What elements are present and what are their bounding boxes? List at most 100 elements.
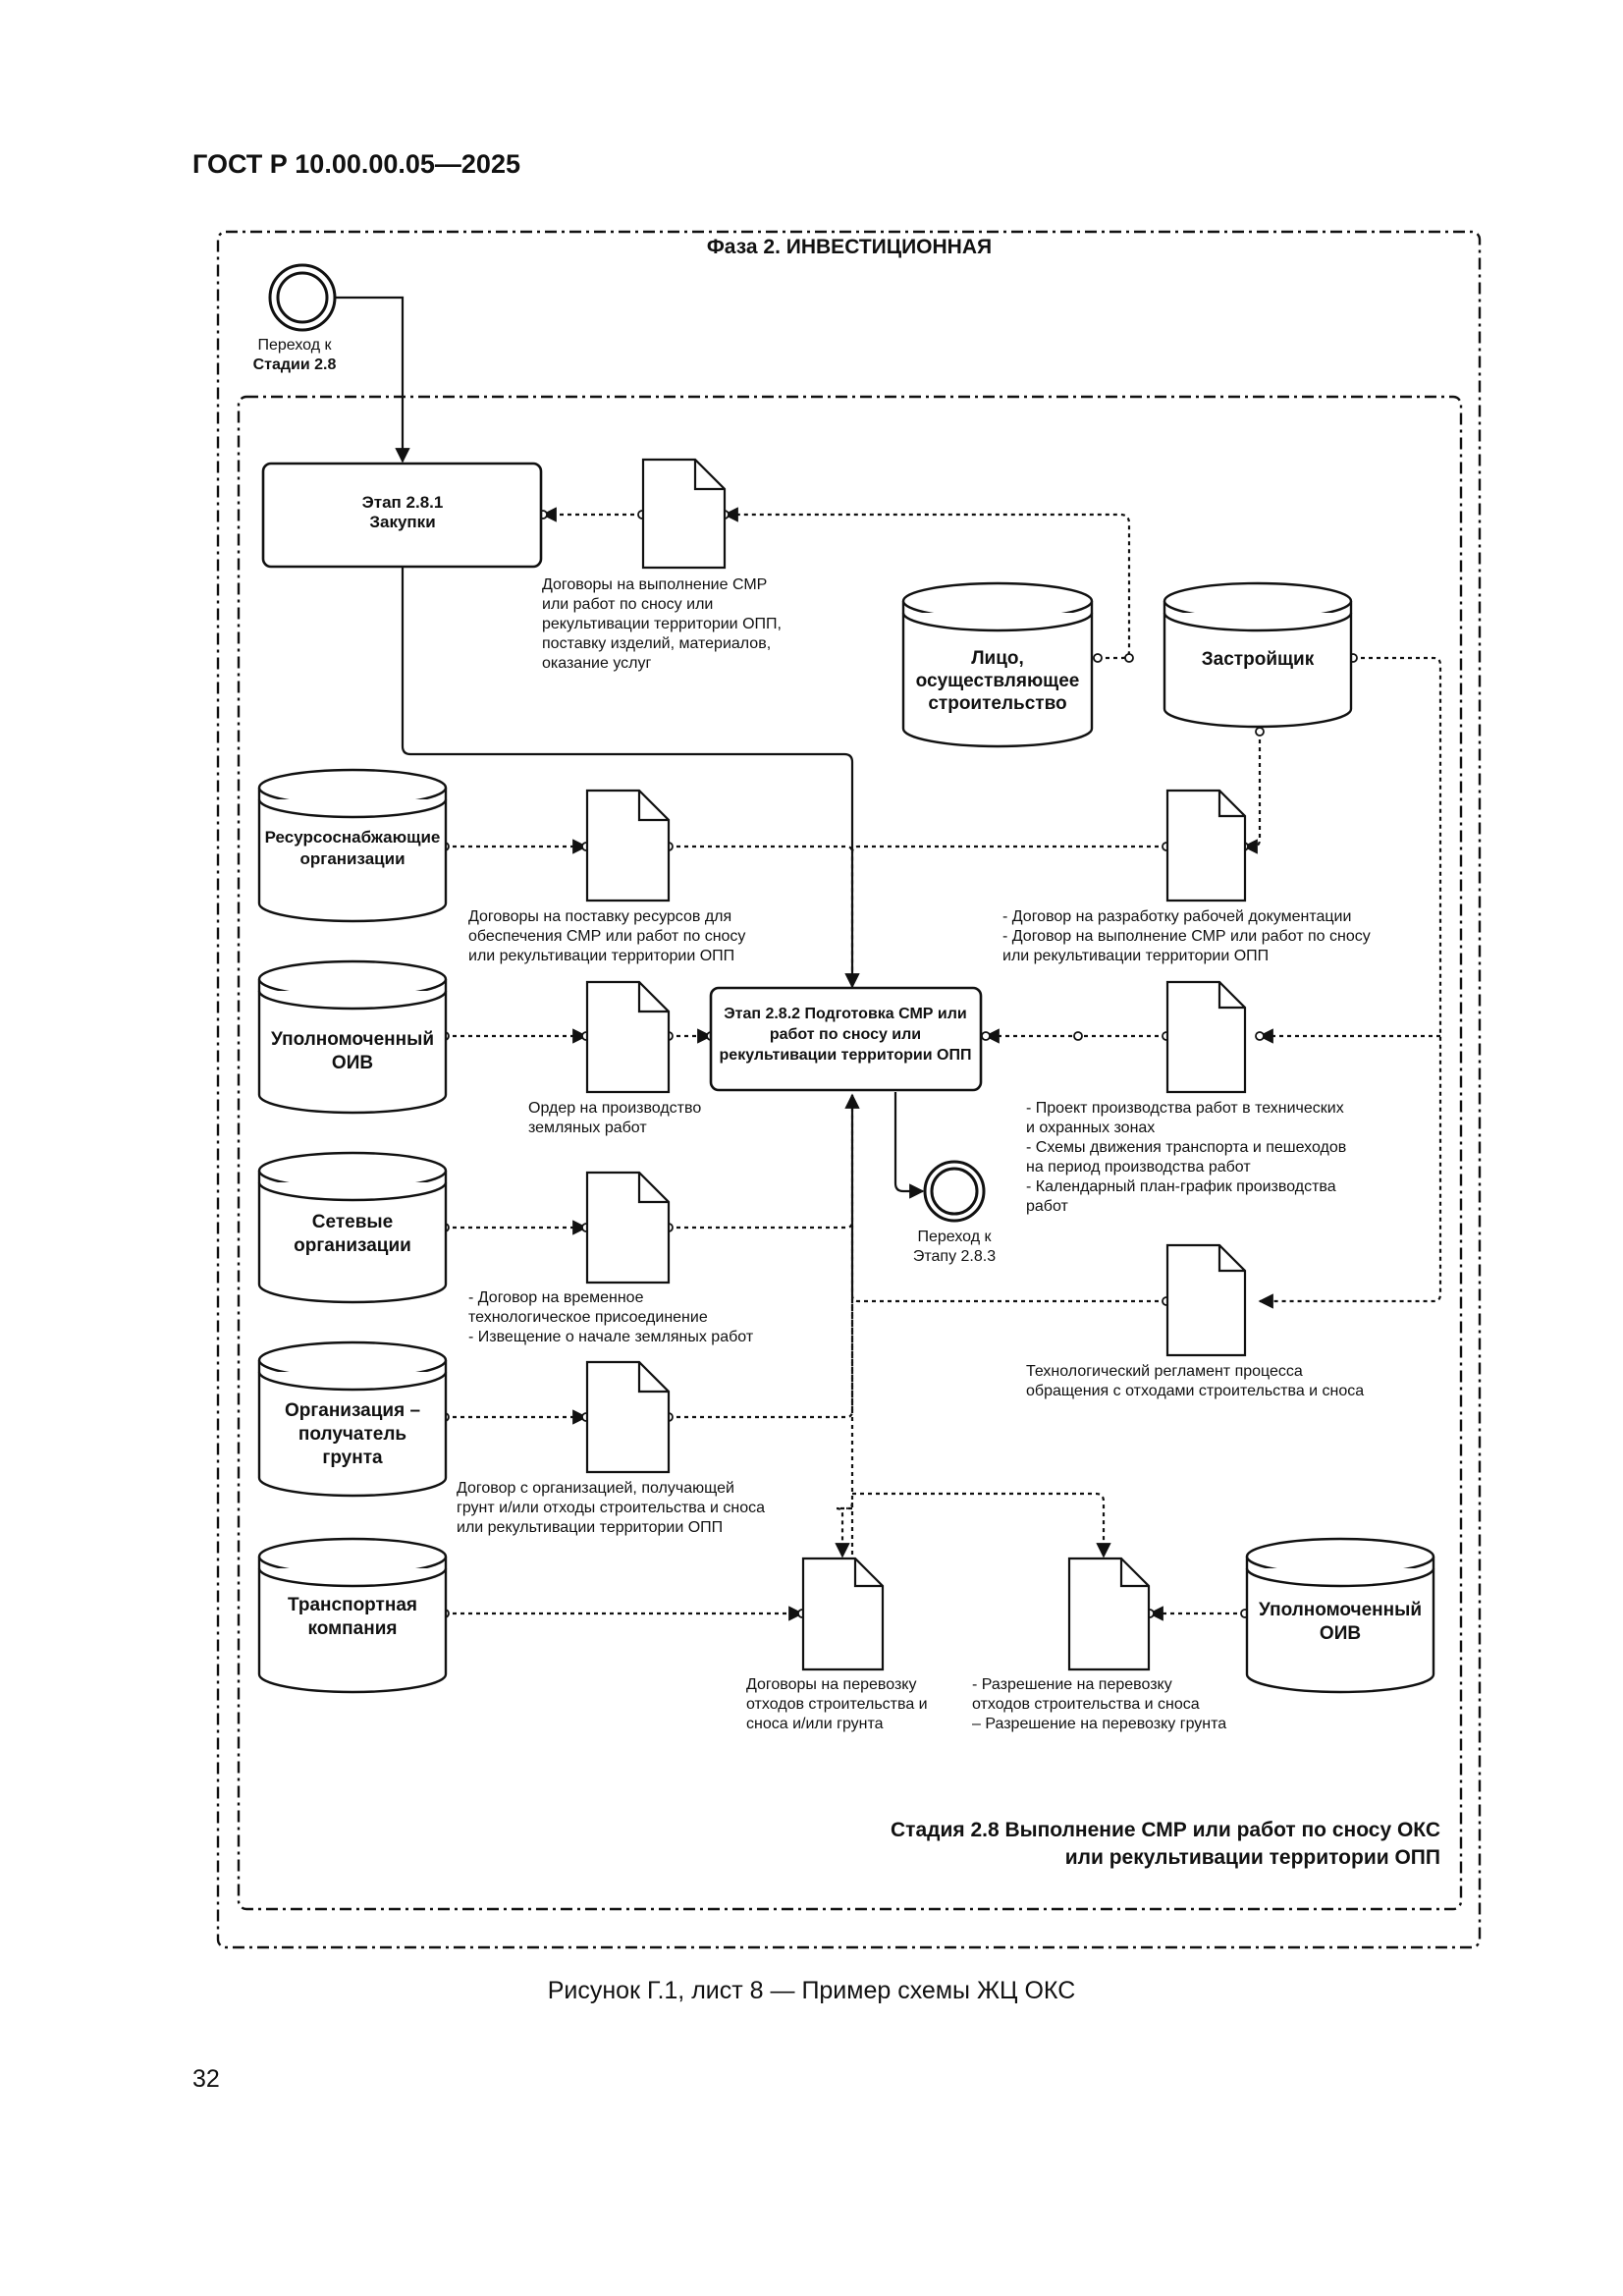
doc-waste-regulation-caption: Технологический регламент процесса обращ… — [1026, 1363, 1364, 1399]
transport-line2: компания — [308, 1618, 398, 1639]
svg-text:- Договор на временное: - Договор на временное — [468, 1289, 644, 1306]
svg-text:работ: работ — [1026, 1198, 1069, 1215]
doc-transport-permits-icon — [1067, 1557, 1151, 1671]
doc-transport-contracts-icon — [801, 1557, 885, 1671]
doc-transport-contracts-caption: Договоры на перевозку отходов строительс… — [746, 1676, 928, 1732]
svg-text:Договоры на выполнение СМР: Договоры на выполнение СМР — [542, 576, 767, 593]
transport-line1: Транспортная — [288, 1595, 417, 1615]
doc-contracts-smr-icon — [641, 458, 727, 570]
svg-text:Договоры на поставку ресурсов: Договоры на поставку ресурсов для — [468, 908, 731, 925]
stage-frame — [237, 395, 1463, 1911]
svg-text:или рекультивации территории О: или рекультивации территории ОПП — [1002, 948, 1269, 964]
svg-text:Технологический регламент проц: Технологический регламент процесса — [1026, 1363, 1303, 1380]
participant-soil-receiver — [257, 1340, 448, 1498]
participant-authorized-oiv-left — [257, 959, 448, 1115]
svg-text:– Разрешение на перевозку грун: – Разрешение на перевозку грунта — [972, 1716, 1226, 1732]
connectors — [335, 296, 1442, 1621]
doc-transport-permits-caption: - Разрешение на перевозку отходов строит… — [972, 1676, 1226, 1732]
doc-excavation-order-caption: Ордер на производство земляных работ — [528, 1100, 701, 1136]
stage-2-8-1-line1: Этап 2.8.1 — [362, 493, 444, 512]
svg-text:рекультивации территории ОПП,: рекультивации территории ОПП, — [542, 616, 782, 632]
doc-design-contracts-caption: - Договор на разработку рабочей документ… — [1002, 908, 1371, 964]
soil-receiver-line1: Организация – — [285, 1400, 420, 1421]
person-builder-line2: осуществляющее — [916, 671, 1080, 691]
participant-network-orgs — [257, 1151, 448, 1304]
doc-waste-regulation-icon — [1165, 1243, 1247, 1357]
person-builder-line1: Лицо, — [971, 648, 1024, 669]
doc-design-contracts-icon — [1165, 789, 1247, 902]
stage-2-8-2-line2: работ по сносу или — [770, 1026, 921, 1043]
svg-text:или рекультивации территории О: или рекультивации территории ОПП — [468, 948, 734, 964]
svg-text:отходов строительства и сноса: отходов строительства и сноса — [972, 1696, 1200, 1713]
svg-text:- Извещение о начале земляных: - Извещение о начале земляных работ — [468, 1329, 754, 1345]
svg-text:- Договор на выполнение СМР ил: - Договор на выполнение СМР или работ по… — [1002, 928, 1371, 945]
phase-title: Фаза 2. ИНВЕСТИЦИОННАЯ — [707, 236, 992, 258]
stage-2-8-2-line1: Этап 2.8.2 Подготовка СМР или — [724, 1006, 967, 1022]
start-event-label-line2: Стадии 2.8 — [253, 356, 337, 373]
soil-receiver-line2: получатель — [298, 1424, 406, 1445]
developer-label: Застройщик — [1202, 649, 1315, 670]
svg-text:технологическое присоединение: технологическое присоединение — [468, 1309, 708, 1326]
start-event-label-line1: Переход к — [258, 337, 333, 354]
network-orgs-line2: организации — [294, 1235, 411, 1256]
svg-text:- Разрешение на перевозку: - Разрешение на перевозку — [972, 1676, 1172, 1693]
participant-authorized-oiv-right — [1245, 1537, 1435, 1694]
person-builder-line3: строительство — [928, 693, 1066, 714]
authorized-oiv-left-line2: ОИВ — [332, 1053, 373, 1073]
svg-text:или работ по сносу или: или работ по сносу или — [542, 596, 713, 613]
svg-text:- Календарный план-график прои: - Календарный план-график производства — [1026, 1178, 1336, 1195]
doc-soil-contract-icon — [585, 1360, 671, 1474]
doc-excavation-order-icon — [585, 980, 671, 1094]
svg-text:отходов строительства и: отходов строительства и — [746, 1696, 928, 1713]
svg-text:Договоры на перевозку: Договоры на перевозку — [746, 1676, 916, 1693]
resource-orgs-line1: Ресурсоснабжающие — [265, 828, 441, 847]
participant-resource-orgs — [257, 768, 448, 923]
svg-text:- Договор на разработку рабоче: - Договор на разработку рабочей документ… — [1002, 908, 1351, 925]
doc-soil-contract-caption: Договор с организацией, получающей грунт… — [457, 1480, 765, 1536]
doc-temp-connection-icon — [585, 1171, 671, 1285]
authorized-oiv-right-line1: Уполномоченный — [1259, 1600, 1422, 1620]
doc-work-project-icon — [1165, 980, 1247, 1094]
svg-text:обеспечения СМР или работ по с: обеспечения СМР или работ по сносу — [468, 928, 745, 945]
svg-text:земляных работ: земляных работ — [528, 1120, 647, 1136]
doc-contracts-smr-caption: Договоры на выполнение СМР или работ по … — [542, 576, 782, 672]
authorized-oiv-left-line1: Уполномоченный — [271, 1029, 434, 1050]
resource-orgs-line2: организации — [299, 849, 405, 868]
svg-text:обращения с отходами строитель: обращения с отходами строительства и сно… — [1026, 1383, 1364, 1399]
page-number: 32 — [192, 2065, 220, 2093]
svg-text:Ордер на производство: Ордер на производство — [528, 1100, 701, 1117]
end-event — [923, 1160, 986, 1223]
svg-text:сноса и/или грунта: сноса и/или грунта — [746, 1716, 884, 1732]
figure-caption: Рисунок Г.1, лист 8 — Пример схемы ЖЦ ОК… — [547, 1977, 1076, 2004]
participant-developer — [1163, 581, 1353, 729]
participant-transport — [257, 1537, 448, 1694]
end-event-label-line2: Этапу 2.8.3 — [913, 1248, 996, 1265]
svg-text:грунт и/или отходы строительст: грунт и/или отходы строительства и сноса — [457, 1500, 765, 1516]
svg-text:на период производства работ: на период производства работ — [1026, 1159, 1251, 1175]
svg-text:оказание услуг: оказание услуг — [542, 655, 651, 672]
phase-frame — [216, 230, 1482, 1949]
svg-text:- Проект производства работ в: - Проект производства работ в технически… — [1026, 1100, 1344, 1117]
doc-resource-contracts-icon — [585, 789, 671, 902]
document-header: ГОСТ Р 10.00.00.05—2025 — [192, 149, 520, 179]
stage-2-8-2-line3: рекультивации территории ОПП — [720, 1047, 972, 1064]
start-event — [268, 263, 337, 332]
stage-2-8-2-box — [709, 986, 983, 1092]
participant-person-builder — [901, 581, 1094, 748]
doc-resource-contracts-caption: Договоры на поставку ресурсов для обеспе… — [468, 908, 745, 964]
svg-text:Договор с организацией, получа: Договор с организацией, получающей — [457, 1480, 734, 1497]
svg-text:поставку изделий, материалов,: поставку изделий, материалов, — [542, 635, 771, 652]
authorized-oiv-right-line2: ОИВ — [1320, 1623, 1361, 1644]
svg-text:- Схемы движения транспорта и: - Схемы движения транспорта и пешеходов — [1026, 1139, 1346, 1156]
network-orgs-line1: Сетевые — [312, 1212, 393, 1232]
document-icons — [585, 458, 1247, 1671]
stage-title-line1: Стадия 2.8 Выполнение СМР или работ по с… — [891, 1819, 1440, 1841]
svg-text:и охранных зонах: и охранных зонах — [1026, 1120, 1155, 1136]
stage-2-8-1-box — [261, 462, 543, 569]
end-event-label-line1: Переход к — [918, 1229, 993, 1245]
svg-text:или рекультивации территории О: или рекультивации территории ОПП — [457, 1519, 723, 1536]
doc-work-project-caption: - Проект производства работ в технически… — [1026, 1100, 1346, 1215]
soil-receiver-line3: грунта — [322, 1448, 383, 1468]
doc-temp-connection-caption: - Договор на временное технологическое п… — [468, 1289, 754, 1345]
